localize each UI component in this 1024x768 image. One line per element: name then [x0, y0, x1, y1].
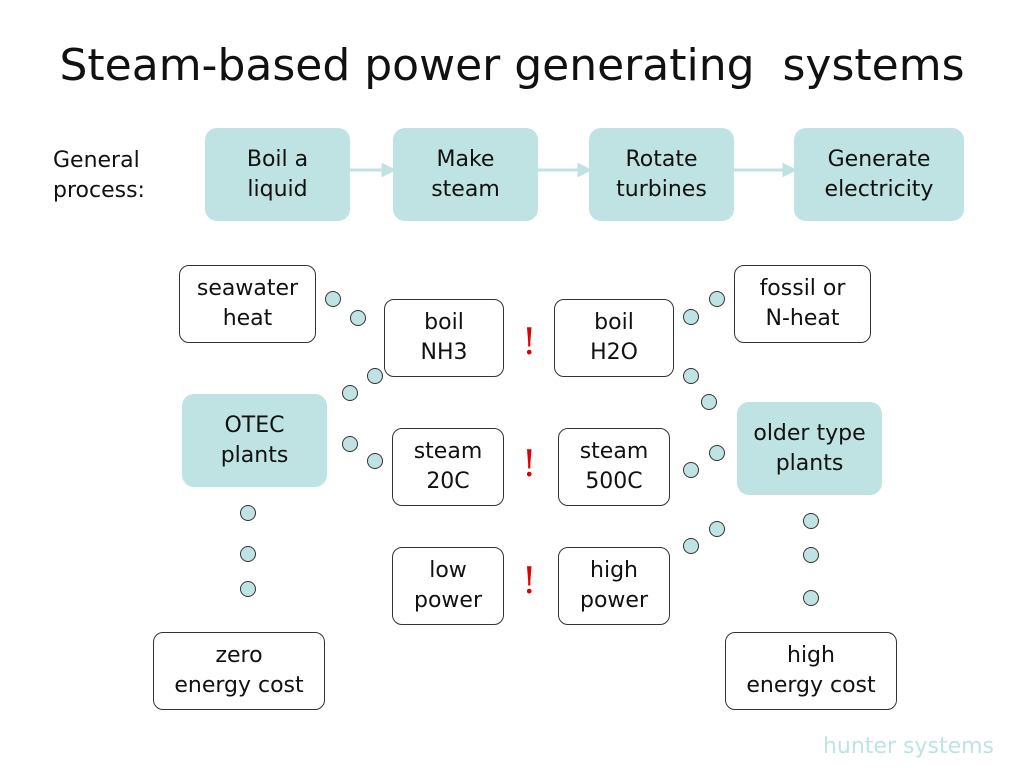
connector-dot	[803, 513, 819, 529]
cost-zero: zero energy cost	[153, 632, 325, 710]
compare-right-high-power: high power	[558, 547, 670, 625]
box-label: older type plants	[753, 420, 866, 476]
connector-dot	[342, 385, 358, 401]
box-label: steam 20C	[413, 439, 483, 494]
box-label: high power	[580, 558, 648, 613]
connector-dot	[701, 394, 717, 410]
process-step-label: Make steam	[431, 146, 500, 202]
process-step-label: Rotate turbines	[616, 146, 707, 202]
box-label: zero energy cost	[174, 643, 304, 698]
box-label: seawater heat	[196, 276, 299, 331]
box-label: steam 500C	[579, 439, 649, 494]
exclamation-icon: !	[522, 561, 537, 602]
compare-right-steam-500c: steam 500C	[558, 428, 670, 506]
connector-dot	[240, 546, 256, 562]
connector-dot	[342, 436, 358, 452]
compare-left-steam-20c: steam 20C	[392, 428, 504, 506]
plant-older-type: older type plants	[737, 402, 882, 495]
connector-dot	[240, 505, 256, 521]
box-label: OTEC plants	[220, 412, 289, 468]
process-label: General process:	[53, 148, 145, 203]
compare-right-boil-h2o: boil H2O	[554, 299, 674, 377]
connector-dot	[350, 310, 366, 326]
arrow-head-icon	[381, 162, 397, 178]
connector-dot	[683, 462, 699, 478]
source-fossil-nheat: fossil or N-heat	[734, 265, 871, 343]
process-step-steam: Make steam	[393, 128, 538, 221]
process-step-turbines: Rotate turbines	[589, 128, 734, 221]
connector-dot	[803, 547, 819, 563]
box-label: fossil or N-heat	[759, 276, 846, 331]
process-step-electricity: Generate electricity	[794, 128, 964, 221]
arrow-head-icon	[782, 162, 798, 178]
process-step-label: Boil a liquid	[246, 146, 309, 202]
connector-dot	[709, 445, 725, 461]
connector-dot	[683, 309, 699, 325]
exclamation-icon: !	[522, 444, 537, 485]
compare-left-boil-nh3: boil NH3	[384, 299, 504, 377]
process-step-boil: Boil a liquid	[205, 128, 350, 221]
connector-dot	[367, 453, 383, 469]
box-label: boil NH3	[420, 310, 468, 365]
connector-dot	[325, 291, 341, 307]
box-label: low power	[414, 558, 482, 613]
compare-left-low-power: low power	[392, 547, 504, 625]
connector-dot	[709, 291, 725, 307]
exclamation-icon: !	[522, 322, 537, 363]
box-label: boil H2O	[590, 310, 638, 365]
box-label: high energy cost	[746, 643, 876, 698]
source-seawater-heat: seawater heat	[179, 265, 316, 343]
arrow-head-icon	[577, 162, 593, 178]
footer-brand: hunter systems	[822, 734, 994, 759]
slide-title: Steam-based power generating systems	[59, 40, 965, 91]
connector-dot	[709, 521, 725, 537]
plant-otec: OTEC plants	[182, 394, 327, 487]
cost-high: high energy cost	[725, 632, 897, 710]
connector-dot	[803, 590, 819, 606]
process-step-label: Generate electricity	[824, 146, 934, 202]
connector-dot	[367, 368, 383, 384]
connector-dot	[683, 368, 699, 384]
connector-dot	[683, 538, 699, 554]
connector-dot	[240, 581, 256, 597]
